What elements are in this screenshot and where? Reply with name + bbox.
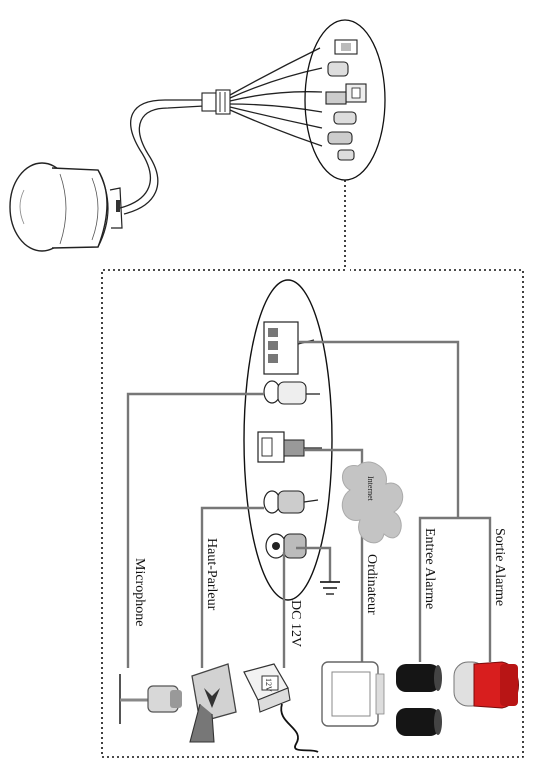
power-adapter-icon <box>243 663 319 753</box>
connector-group-top <box>325 39 367 161</box>
callout-dotted-line <box>101 180 524 758</box>
label-power: DC 12V <box>288 600 303 647</box>
alarm-sensor-icon <box>396 664 442 736</box>
cloud-internet-icon <box>341 461 404 544</box>
wire-microphone <box>126 392 264 668</box>
siren-icon <box>453 661 519 709</box>
ground-symbol-icon <box>296 546 340 595</box>
connector-rj45-icon <box>257 431 322 463</box>
dome-camera-icon <box>9 162 123 252</box>
connector-detail-ellipse <box>243 279 333 601</box>
label-alarm-in: Entree Alarme <box>422 528 437 609</box>
connector-dc-power-icon <box>265 533 307 559</box>
wire-alarm-in <box>418 516 458 662</box>
connector-audio-in-icon <box>263 380 320 405</box>
microphone-icon <box>119 674 182 724</box>
adapter-badge: 12V <box>264 678 273 692</box>
wire-computer <box>304 448 364 662</box>
computer-monitor-icon <box>321 661 385 727</box>
wire-speaker <box>200 506 264 668</box>
speaker-icon <box>189 663 237 743</box>
connector-audio-out-icon <box>263 490 319 514</box>
label-computer: Ordinateur <box>364 554 379 615</box>
wire-alarm-main <box>298 340 460 518</box>
cable-bundle-icon <box>201 47 323 147</box>
wire-alarm-out <box>458 516 492 662</box>
cloud-label: Internet <box>366 476 375 502</box>
label-microphone: Microphone <box>132 558 147 626</box>
label-speaker: Haut-Parleur <box>204 538 219 611</box>
label-alarm-out: Sortie Alarme <box>492 528 507 606</box>
connector-alarm-terminal-icon <box>263 321 315 375</box>
